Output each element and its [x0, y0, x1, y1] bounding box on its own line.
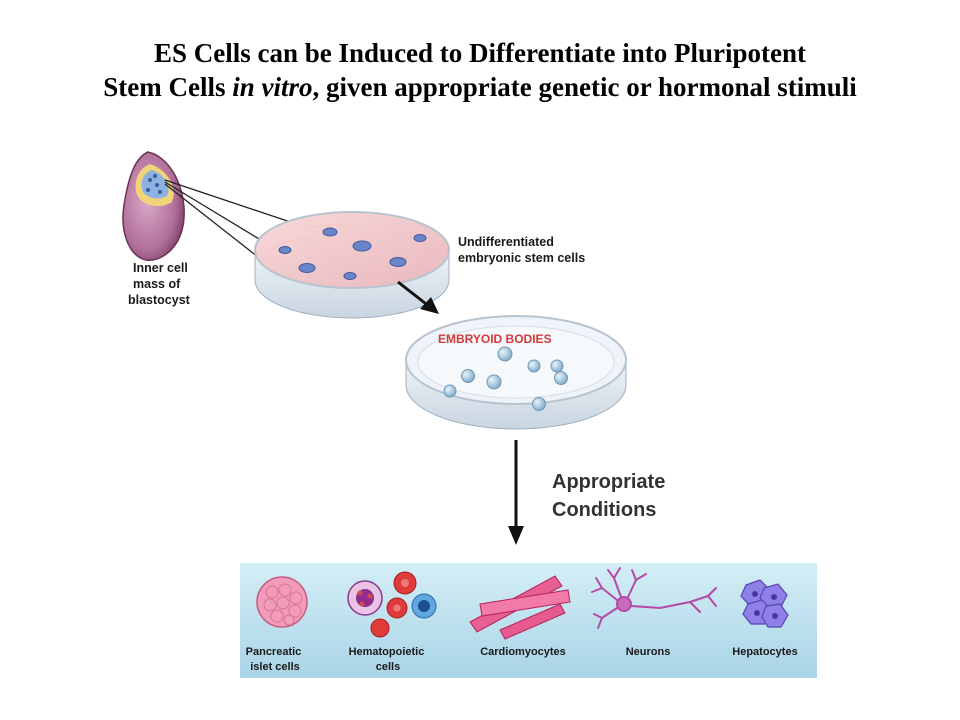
- title-italic: in vitro: [232, 72, 313, 102]
- title-line-2-start: Stem Cells: [103, 72, 233, 102]
- hepatocyte-cluster-icon: [740, 579, 789, 628]
- undifferentiated-label: Undifferentiated embryonic stem cells: [458, 235, 585, 265]
- title-line-2: Stem Cells in vitro, given appropriate g…: [0, 70, 960, 104]
- cell-label-pancreatic: Pancreatic islet cells: [246, 646, 305, 673]
- neuron-icon: [591, 567, 717, 629]
- title-line-1: ES Cells can be Induced to Differentiate…: [154, 38, 806, 68]
- es-cell-dish: [254, 211, 450, 319]
- islet-cluster-icon: [256, 576, 308, 628]
- blood-cells-icon: [347, 571, 437, 638]
- cell-label-hematopoietic: Hematopoietic cells: [349, 646, 428, 673]
- title-line-2-end: , given appropriate genetic or hormonal …: [312, 72, 857, 102]
- blastocyst-illustration: [122, 151, 185, 261]
- arrow-to-embryoid: [397, 280, 439, 314]
- cell-label-neurons: Neurons: [626, 646, 671, 658]
- cell-label-hepatocytes: Hepatocytes: [732, 646, 797, 658]
- embryoid-label: EMBRYOID BODIES: [438, 332, 552, 346]
- down-arrow: [508, 440, 524, 545]
- cell-label-cardiomyocytes: Cardiomyocytes: [480, 646, 566, 658]
- embryoid-dish: [405, 315, 627, 430]
- conditions-label: Appropriate Conditions: [552, 471, 671, 521]
- blastocyst-label: Inner cell mass of blastocyst: [128, 261, 191, 307]
- muscle-fibers-icon: [469, 575, 571, 640]
- slide-title: ES Cells can be Induced to Differentiate…: [0, 36, 960, 104]
